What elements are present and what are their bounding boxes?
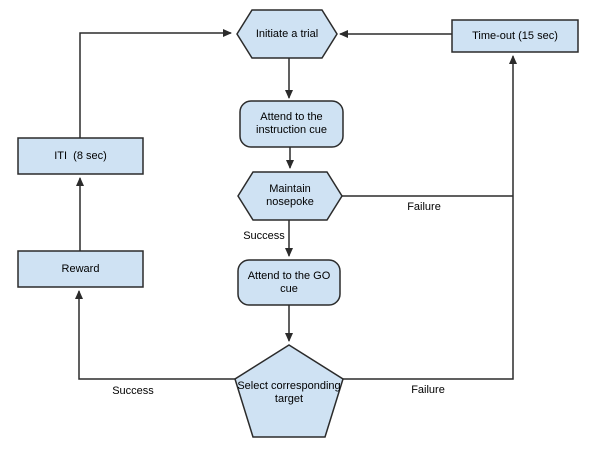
edge-label-nosepoke-success: Success xyxy=(243,229,285,242)
edge-label-target-success: Success xyxy=(112,384,154,397)
attend-go-rounded-rect xyxy=(237,259,341,306)
node-timeout-label: Time-out (15 sec) xyxy=(472,29,558,42)
node-attend-go-label: Attend to the GO cue xyxy=(247,269,331,295)
timeout-rectangle xyxy=(451,19,579,53)
reward-rectangle xyxy=(17,250,144,288)
connector-select-success-to-reward xyxy=(75,290,235,380)
attend-instruction-rounded-rect xyxy=(239,100,344,148)
node-initiate-trial-label: Initiate a trial xyxy=(255,27,319,40)
edge-label-target-failure: Failure xyxy=(411,383,445,396)
node-select-target-label: Select corresponding target xyxy=(237,379,341,405)
maintain-nosepoke-hexagon xyxy=(237,171,343,221)
edge-label-nosepoke-failure: Failure xyxy=(407,200,441,213)
iti-rectangle xyxy=(17,137,144,175)
initiate-trial-hexagon xyxy=(236,9,338,59)
select-target-pentagon xyxy=(234,344,344,438)
node-maintain-nosepoke-label: Maintain nosepoke xyxy=(266,183,314,208)
node-reward-label: Reward xyxy=(61,262,100,275)
node-attend-instruction-label: Attend to the instruction cue xyxy=(256,111,327,136)
connector-select-failure-to-timeout xyxy=(343,55,517,380)
node-iti-label: ITI (8 sec) xyxy=(54,149,107,162)
connector-iti-to-initiate xyxy=(79,29,232,138)
